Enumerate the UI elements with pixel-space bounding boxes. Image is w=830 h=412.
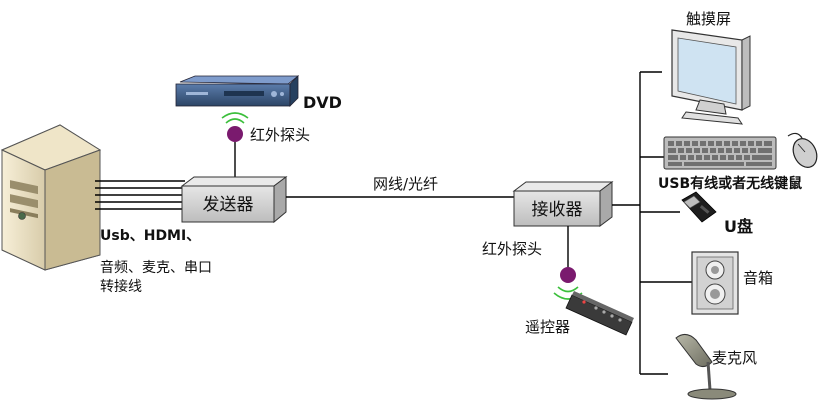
computer-conn-label-1: Usb、HDMI、 — [100, 228, 200, 244]
peripheral-bus — [639, 71, 692, 375]
usb-drive-label: U盘 — [724, 217, 753, 236]
ir-probe-bottom-label: 红外探头 — [482, 240, 542, 258]
keyboard-mouse-label: USB有线或者无线键鼠 — [658, 175, 802, 192]
microphone-icon — [675, 334, 737, 400]
dvd-player-icon — [175, 75, 300, 107]
mouse-icon — [787, 132, 818, 168]
touchscreen-monitor-icon — [671, 29, 751, 125]
sender-box — [180, 176, 288, 224]
computer-cables — [95, 180, 185, 210]
speaker-icon — [691, 251, 739, 315]
usb-drive-icon — [681, 191, 717, 223]
ir-probe-top-icon — [221, 112, 249, 177]
computer-conn-label-2: 音频、麦克、串口 — [100, 259, 212, 276]
ir-probe-bottom-icon — [553, 226, 583, 300]
remote-control-icon — [565, 291, 634, 336]
remote-label: 遥控器 — [525, 318, 570, 336]
receiver-box — [512, 181, 614, 227]
sender-label: 发送器 — [203, 195, 254, 215]
ir-probe-top-label: 红外探头 — [250, 126, 310, 144]
network-label: 网线/光纤 — [373, 175, 438, 193]
touchscreen-label: 触摸屏 — [686, 10, 731, 28]
computer-tower-icon — [0, 124, 102, 271]
computer-conn-label-3: 转接线 — [100, 278, 142, 295]
speaker-label: 音箱 — [743, 269, 773, 287]
receiver-label: 接收器 — [532, 200, 583, 220]
dvd-label: DVD — [303, 93, 342, 112]
microphone-label: 麦克风 — [712, 349, 757, 367]
keyboard-icon — [663, 136, 777, 170]
